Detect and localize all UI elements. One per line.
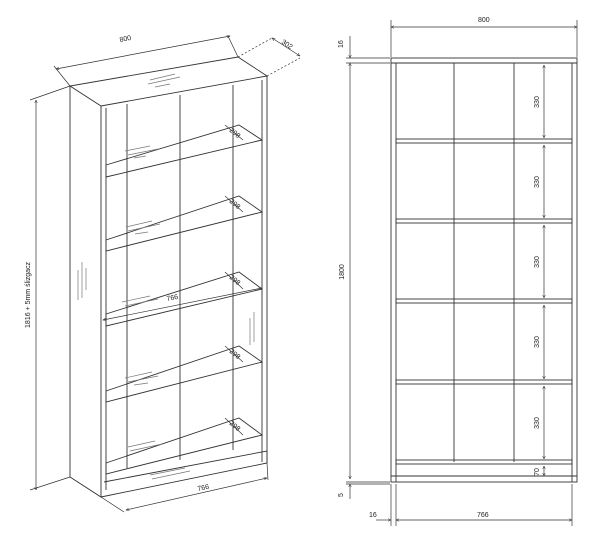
- iso-dimensions: [29, 36, 300, 513]
- compartment-height-label-3: 330: [534, 256, 541, 268]
- front-width-label: 800: [478, 17, 490, 24]
- front-shelves: [395, 138, 573, 465]
- front-top-thickness-label: 16: [338, 40, 345, 48]
- iso-base: [100, 450, 268, 498]
- front-labels: 800 16 1800 330 330 330 330 330 70 5 16 …: [338, 17, 541, 519]
- iso-shelves: [105, 124, 264, 475]
- iso-labels: 800 302 1816 + 5mm ślizgacz 298 298 298 …: [25, 35, 294, 493]
- compartment-height-label-5: 330: [534, 417, 541, 429]
- front-height-label: 1800: [339, 264, 346, 280]
- iso-shelf-width-label: 766: [166, 294, 179, 303]
- iso-shelf-depth-label-4: 298: [228, 348, 242, 361]
- iso-top-panel: [68, 56, 269, 107]
- side-thickness-label: 16: [369, 512, 377, 519]
- front-dimensions: [346, 20, 578, 526]
- iso-bottom-width-label: 766: [197, 484, 210, 493]
- plinth-height-label: 70: [534, 468, 541, 476]
- front-view: [390, 57, 578, 483]
- glide-height-label: 5: [338, 493, 345, 497]
- compartment-height-label-2: 330: [534, 176, 541, 188]
- compartment-height-label-4: 330: [534, 336, 541, 348]
- iso-height-label: 1816 + 5mm ślizgacz: [25, 262, 32, 328]
- iso-depth-label: 302: [280, 39, 294, 51]
- inner-width-label: 766: [477, 512, 489, 519]
- iso-shelf-depth-dims: [224, 124, 244, 436]
- compartment-height-label-1: 330: [534, 96, 541, 108]
- iso-shelf-depth-label-2: 298: [228, 198, 242, 211]
- iso-left-side: [69, 86, 102, 498]
- front-outline: [390, 57, 578, 483]
- iso-shelf-depth-label-1: 298: [228, 127, 242, 140]
- iso-width-label: 800: [119, 35, 132, 44]
